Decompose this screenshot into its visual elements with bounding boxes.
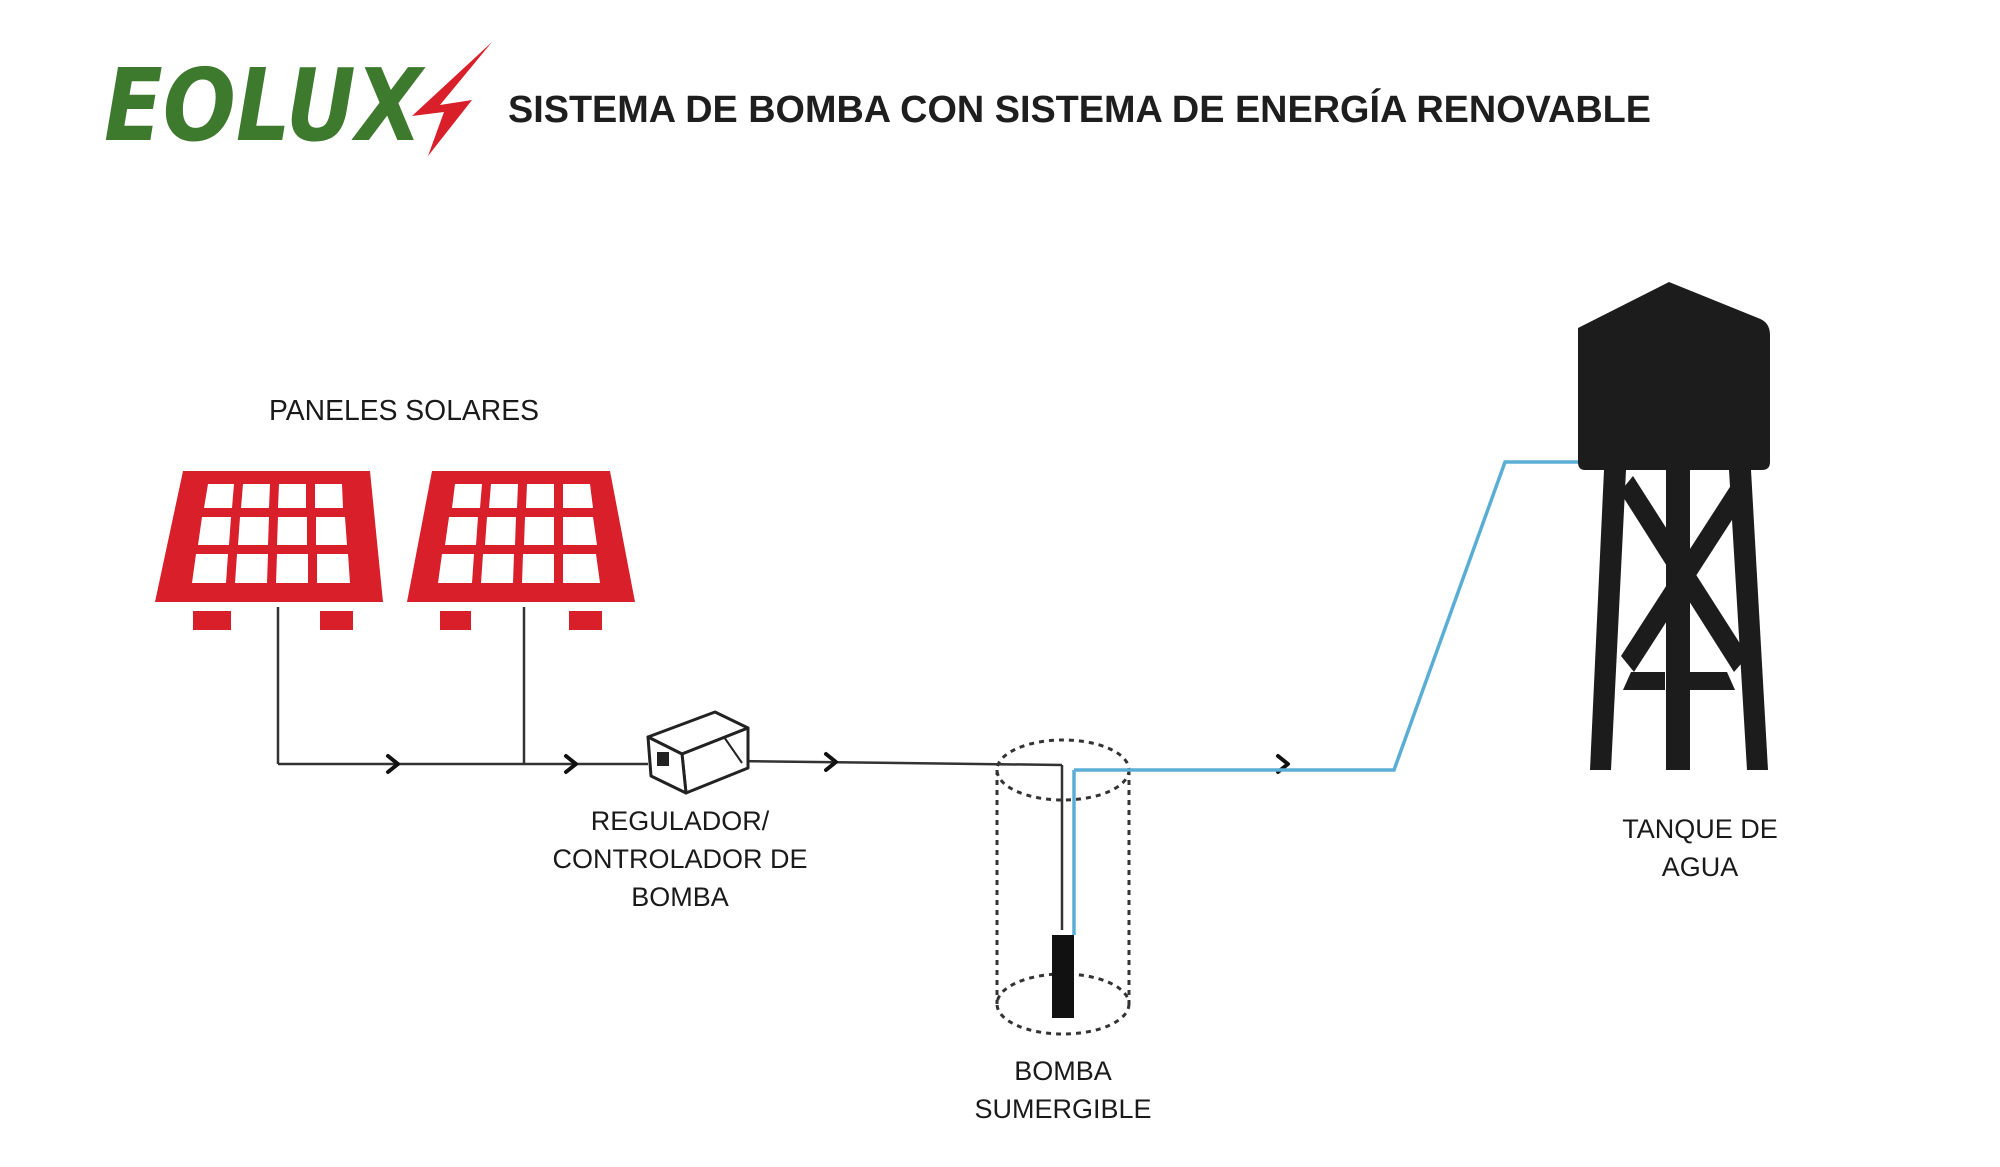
flow-arrow-icon	[564, 754, 578, 774]
flow-arrow-icon	[386, 754, 400, 774]
solar-panels-label: PANELES SOLARES	[269, 395, 539, 427]
submersible-pump-icon	[1052, 935, 1074, 1018]
flow-arrow-icon	[824, 752, 838, 772]
logo-text: EOLUX	[104, 47, 426, 164]
brand-logo: EOLUX	[104, 42, 492, 164]
water-tower-icon	[1578, 282, 1770, 770]
lightning-bolt-icon	[412, 42, 492, 156]
pump-label-line-2: SUMERGIBLE	[974, 1094, 1151, 1124]
electric-wiring	[276, 607, 1064, 930]
pump-label-line-1: BOMBA	[1014, 1056, 1112, 1086]
controller-label-line-2: CONTROLADOR DE	[552, 844, 807, 874]
solar-panel-icon	[155, 471, 383, 630]
controller-label-line-3: BOMBA	[631, 882, 729, 912]
water-pipe	[1072, 460, 1585, 935]
page-title: SISTEMA DE BOMBA CON SISTEMA DE ENERGÍA …	[508, 87, 1651, 131]
tank-label-line-1: TANQUE DE	[1622, 814, 1778, 844]
wire-controller-to-pump	[734, 759, 1063, 767]
tank-label-line-2: AGUA	[1662, 852, 1739, 882]
controller-label-line-1: REGULADOR/	[591, 806, 770, 836]
pump-controller-icon	[646, 710, 750, 795]
solar-panel-icon	[407, 471, 635, 630]
